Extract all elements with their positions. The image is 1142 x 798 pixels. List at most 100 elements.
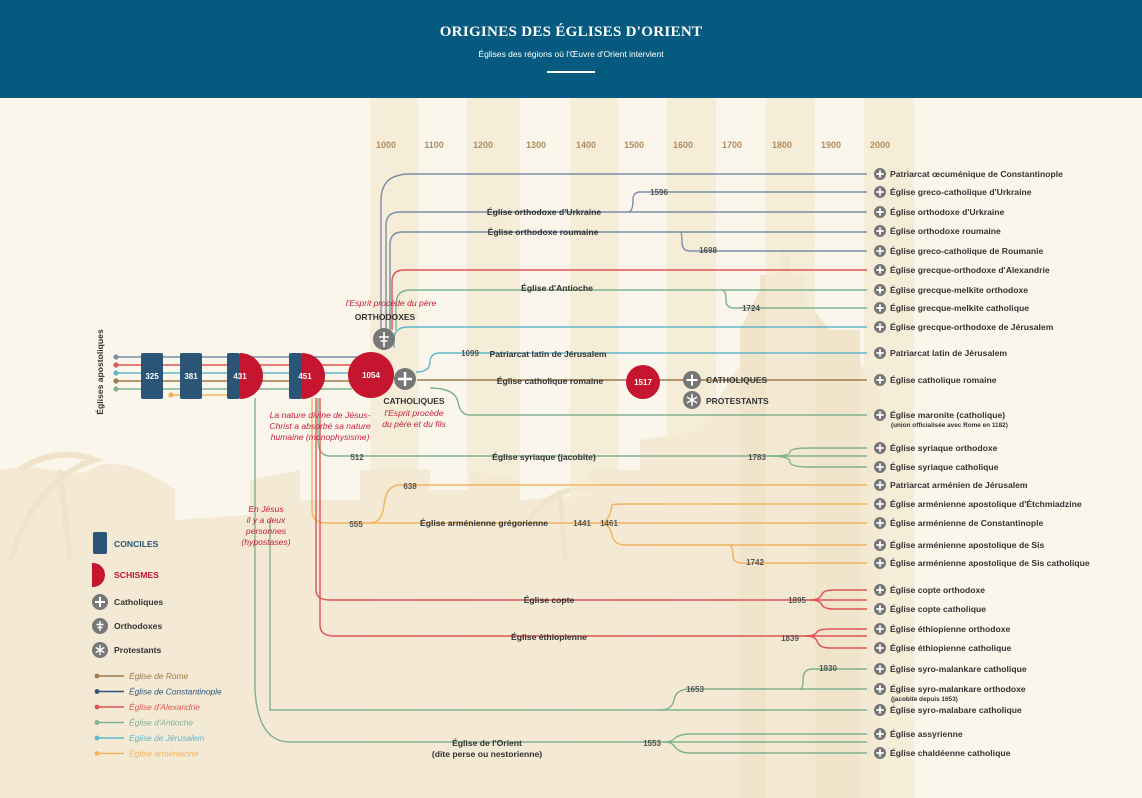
church-entry: Église copte catholique — [874, 603, 986, 615]
church-entry: Église syro-malankare orthodoxe (jacobite… — [874, 683, 1026, 703]
church-entry: Patriarcat arménien de Jérusalem — [874, 479, 1028, 491]
council-451: 451 — [298, 372, 312, 381]
timeline-column — [864, 98, 914, 798]
council-marker — [289, 353, 302, 399]
council-431: 431 — [233, 372, 247, 381]
church-note: (jacobite depuis 1653) — [891, 696, 958, 703]
church-name: Église orthodoxe d'Urkraine — [890, 207, 1004, 217]
line-start-dot — [168, 392, 174, 398]
branch-line — [679, 231, 867, 252]
legend-protestant-icon — [92, 642, 108, 658]
year-1441: 1441 — [573, 519, 591, 528]
church-entry: Église grecque-orthodoxe d'Alexandrie — [874, 264, 1050, 276]
church-entry: Patriarcat latin de Jérusalem — [874, 347, 1007, 359]
schism-1517: 1517 — [634, 378, 652, 387]
catholic-cross-icon — [874, 747, 886, 759]
timeline-column — [467, 98, 520, 798]
label-catholiques-1517: CATHOLIQUES — [706, 375, 768, 385]
label-roumaine: Église orthodoxe roumaine — [488, 227, 599, 237]
church-entry: Église arménienne apostolique de Sis cat… — [874, 557, 1090, 569]
catholic-cross-icon — [874, 302, 886, 314]
year-1742: 1742 — [746, 558, 764, 567]
church-name: Église grecque-melkite orthodoxe — [890, 285, 1028, 295]
church-name: Patriarcat œcuménique de Constantinople — [890, 169, 1063, 179]
branch-line — [627, 191, 867, 213]
note-nest-1: En Jésus — [248, 504, 284, 514]
orthodox-cross-icon — [874, 284, 886, 296]
label-protestants: PROTESTANTS — [706, 396, 769, 406]
church-entry: Église éthiopienne catholique — [874, 642, 1012, 654]
legend-council-icon — [93, 532, 107, 554]
branch-line — [659, 688, 867, 711]
church-entry: Église orthodoxe d'Urkraine — [874, 206, 1004, 218]
branch-line — [317, 398, 867, 457]
line-start-dot — [113, 378, 119, 384]
catholic-cross-icon — [874, 663, 886, 675]
label-orthodoxes: ORTHODOXES — [355, 312, 416, 322]
church-entry: Église catholique romaine — [874, 374, 997, 386]
church-entry: Église assyrienne — [874, 728, 963, 740]
church-entry: Église arménienne apostolique d'Étchmiad… — [874, 498, 1082, 510]
note-filioque-cath-2: du père et du fils — [382, 419, 446, 429]
catholic-cross-icon — [394, 368, 416, 390]
note-nest-4: (hypostases) — [241, 537, 290, 547]
church-entry: Église grecque-orthodoxe de Jérusalem — [874, 321, 1054, 333]
schism-1054-marker — [348, 352, 394, 398]
catholic-cross-icon — [683, 371, 701, 389]
orthodox-cross-icon — [874, 539, 886, 551]
orthodox-cross-icon — [874, 206, 886, 218]
legend-line-item: Église de Constantinople — [94, 687, 222, 697]
legend-schismes: SCHISMES — [114, 570, 159, 580]
legend-line-item: Église de Jérusalem — [94, 733, 204, 743]
church-entry: Patriarcat œcuménique de Constantinople — [874, 168, 1063, 180]
church-name: Église éthiopienne catholique — [890, 643, 1012, 653]
legend-line-label: Église de Rome — [129, 671, 188, 681]
church-entry: Église orthodoxe roumaine — [874, 225, 1001, 237]
branch-line — [415, 352, 867, 373]
schism-1054: 1054 — [362, 371, 380, 380]
church-entry: Église éthiopienne orthodoxe — [874, 623, 1011, 635]
catholic-cross-icon — [874, 479, 886, 491]
year-512: 512 — [350, 453, 364, 462]
church-name: Église greco-catholique d'Urkraine — [890, 187, 1032, 197]
root-label: Églises apostoliques — [95, 329, 105, 415]
line-start-dot — [113, 370, 119, 376]
palm-silhouette — [7, 451, 105, 561]
label-catholiques-1054: CATHOLIQUES — [383, 396, 445, 406]
branch-line — [804, 635, 867, 649]
branch-line — [597, 503, 867, 524]
church-name: Église syriaque catholique — [890, 462, 999, 472]
legend-catholiques: Catholiques — [114, 597, 163, 607]
label-antioche: Église d'Antioche — [521, 283, 593, 293]
legend-line-label: Église de Jérusalem — [129, 733, 204, 743]
catholic-cross-icon — [874, 347, 886, 359]
legend-line-label: Église de Constantinople — [129, 687, 222, 697]
legend-line-label: Église d'Alexandrie — [129, 702, 200, 712]
year-1099: 1099 — [461, 349, 479, 358]
church-name: Église greco-catholique de Roumanie — [890, 246, 1044, 256]
orthodox-cross-icon — [874, 584, 886, 596]
legend-orthodox-icon — [92, 618, 108, 634]
timeline-column — [370, 98, 418, 798]
label-syriaque: Église syriaque (jacobite) — [492, 452, 596, 462]
orthodox-cross-icon — [874, 728, 886, 740]
city-silhouette — [0, 333, 880, 798]
orthodox-cross-icon — [874, 623, 886, 635]
church-entry: Église maronite (catholique)(union offic… — [874, 409, 1008, 429]
timeline-tick: 1500 — [624, 140, 644, 150]
church-entry: Église grecque-melkite catholique — [874, 302, 1029, 314]
church-entry: Église syriaque catholique — [874, 461, 999, 473]
orthodox-cross-icon — [874, 517, 886, 529]
catholic-cross-icon — [874, 557, 886, 569]
note-nest-3: personnes — [245, 526, 287, 536]
label-orient: Église de l'Orient — [452, 738, 522, 748]
legend-line-item: Église de Rome — [94, 671, 188, 681]
schism-marker — [302, 353, 325, 399]
label-ukraine: Église orthodoxe d'Urkraine — [487, 207, 601, 217]
legend-line-item: Église d'Antioche — [94, 718, 193, 728]
church-name: Église syro-malankare orthodoxe — [890, 684, 1026, 694]
church-name: Église copte catholique — [890, 604, 986, 614]
label-catholique-romaine: Église catholique romaine — [497, 376, 604, 386]
line-start-dot — [113, 362, 119, 368]
legend-line-label: Église d'Antioche — [129, 718, 193, 728]
